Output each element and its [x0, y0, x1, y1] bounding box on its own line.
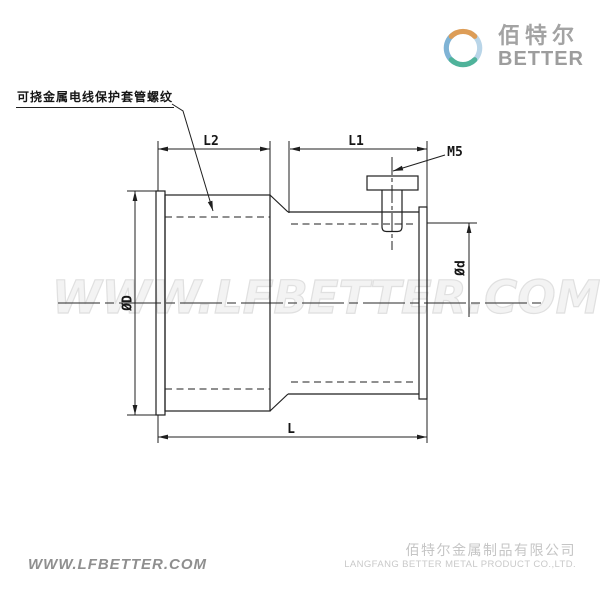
- dimension-total-length: L: [157, 399, 428, 443]
- dimension-m5: M5: [392, 145, 463, 172]
- logo-name-en: BETTER: [498, 48, 584, 70]
- footer-company-cn: 佰特尔金属制品有限公司: [405, 542, 576, 558]
- dimension-l1: L1: [288, 134, 428, 213]
- dim-l-label: L: [287, 422, 295, 437]
- watermark-text: WWW.LFBETTER.COM: [51, 270, 600, 324]
- logo-name-cn: 佰特尔: [498, 23, 580, 48]
- dimension-l2: L2: [157, 134, 271, 195]
- logo-swirl-icon: [443, 28, 483, 68]
- dim-l1-label: L1: [348, 134, 364, 149]
- swirl-arc-bottom: [448, 57, 478, 68]
- dim-m5-label: M5: [447, 145, 463, 160]
- set-screw: [366, 157, 419, 250]
- footer-company-en: LANGFANG BETTER METAL PRODUCT CO.,LTD.: [344, 559, 576, 571]
- large-cylinder: [164, 194, 271, 412]
- dim-od-label: ØD: [121, 295, 136, 312]
- footer-company: 佰特尔金属制品有限公司 LANGFANG BETTER METAL PRODUC…: [344, 542, 576, 571]
- logo: 佰特尔 BETTER: [436, 20, 584, 74]
- logo-text: 佰特尔 BETTER: [498, 23, 584, 70]
- footer-website: WWW.LFBETTER.COM: [28, 556, 208, 573]
- callout-leader-line: [171, 103, 214, 212]
- part-callout-label: 可挠金属电线保护套管螺纹: [16, 88, 175, 108]
- dimension-outer-diameter: ØD: [121, 190, 165, 416]
- right-lip: [418, 206, 428, 400]
- screw-body: [381, 190, 403, 233]
- dim-id-label: Ød: [454, 260, 469, 277]
- swirl-arc-top: [448, 28, 478, 39]
- fitting-body-outline: [155, 190, 428, 416]
- dimension-inner-diameter: Ød: [427, 222, 477, 317]
- dim-l2-label: L2: [203, 134, 219, 149]
